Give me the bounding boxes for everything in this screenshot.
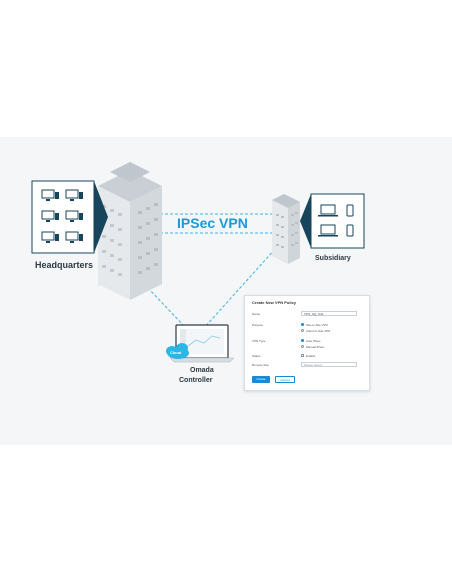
purpose-site-to-site-label: Site-to-Site VPN bbox=[306, 323, 328, 327]
remote-site-label: Remote Site bbox=[252, 363, 269, 367]
desktop-icon bbox=[65, 210, 79, 220]
phone-icon bbox=[346, 224, 354, 237]
name-input[interactable]: VPN_HQ_Sub bbox=[301, 311, 357, 316]
subsidiary-controller-link bbox=[203, 237, 286, 329]
desktop-icon bbox=[41, 231, 55, 241]
desktop-icon bbox=[65, 231, 79, 241]
headquarters-devices-panel bbox=[31, 180, 108, 254]
vpn-label: IPSec VPN bbox=[177, 215, 248, 231]
laptop-icon bbox=[320, 204, 336, 215]
laptop-icon bbox=[320, 224, 336, 235]
purpose-label: Purpose bbox=[252, 323, 264, 327]
cloud-badge-label: Cloud bbox=[170, 350, 182, 355]
desktop-icon bbox=[41, 210, 55, 220]
vpn-type-auto-label: Auto IPsec bbox=[306, 339, 321, 343]
vpn-type-auto-radio[interactable] bbox=[301, 339, 304, 342]
headquarters-label: Headquarters bbox=[35, 260, 94, 270]
cancel-button[interactable]: Cancel bbox=[275, 376, 295, 383]
controller-laptop bbox=[169, 324, 235, 363]
vpn-type-label: VPN Type bbox=[252, 339, 266, 343]
desktop-icon bbox=[41, 189, 55, 199]
subsidiary-label: Subsidiary bbox=[315, 255, 351, 262]
purpose-client-to-site-radio[interactable] bbox=[301, 329, 304, 332]
name-label: Name bbox=[252, 312, 261, 316]
phone-icon bbox=[346, 204, 354, 217]
status-enable-label: Enable bbox=[306, 354, 316, 358]
purpose-site-to-site-radio[interactable] bbox=[301, 323, 304, 326]
panel-title: Create New VPN Policy bbox=[252, 300, 297, 305]
status-enable-checkbox[interactable] bbox=[301, 354, 304, 357]
status-label: Status bbox=[252, 354, 261, 358]
headquarters-building bbox=[98, 162, 162, 300]
subsidiary-building bbox=[272, 194, 300, 264]
vpn-type-manual-label: Manual IPsec bbox=[306, 345, 325, 349]
desktop-icon bbox=[65, 189, 79, 199]
remote-site-select[interactable]: Please Select bbox=[301, 362, 357, 367]
subsidiary-devices-panel bbox=[300, 193, 365, 249]
controller-label-line2: Controller bbox=[179, 377, 213, 384]
create-button[interactable]: Create bbox=[252, 376, 270, 383]
cloud-icon bbox=[166, 343, 189, 359]
vpn-policy-panel: Create New VPN Policy Name VPN_HQ_Sub Pu… bbox=[244, 295, 370, 391]
vpn-type-manual-radio[interactable] bbox=[301, 345, 304, 348]
purpose-client-to-site-label: Client-to-Site VPN bbox=[306, 329, 331, 333]
controller-label-line1: Omada bbox=[190, 367, 214, 374]
